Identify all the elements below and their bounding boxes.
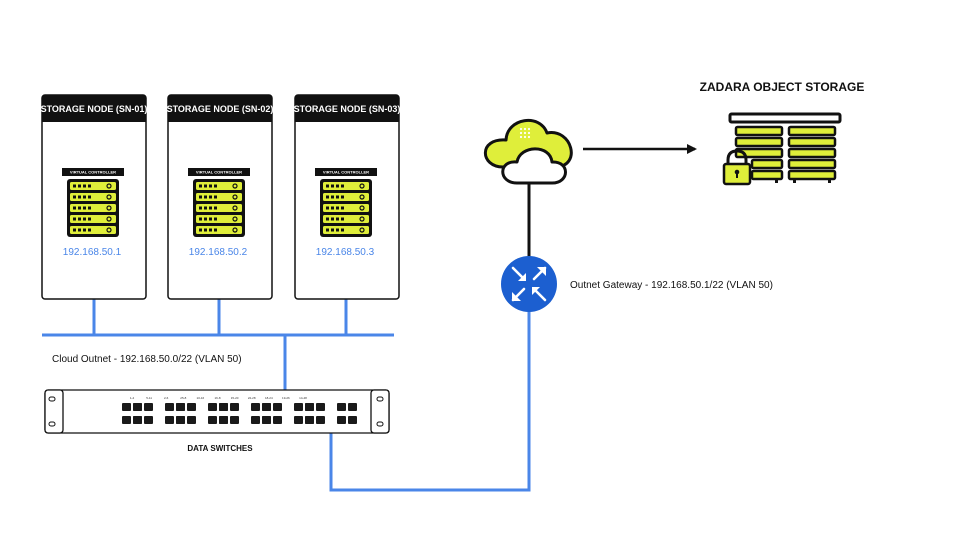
virtual-controller-label: VIRTUAL CONTROLLER bbox=[323, 170, 369, 175]
virtual-controller-badge bbox=[62, 168, 124, 176]
switch-port-labels: 1-4 5-11 2-6 25-8 10-16 16-8 15-20 22-28 18-24 19… bbox=[130, 396, 307, 400]
router-icon bbox=[501, 256, 557, 312]
switch-port bbox=[316, 416, 325, 424]
switch-port bbox=[219, 416, 228, 424]
storage-rack-foot bbox=[828, 178, 831, 183]
cloud-outnet-label: Cloud Outnet - 192.168.50.0/22 (VLAN 50) bbox=[52, 354, 242, 365]
switch-ports bbox=[122, 403, 357, 424]
network-links bbox=[42, 270, 531, 492]
storage-drive bbox=[734, 147, 784, 159]
gateway-label: Outnet Gateway - 192.168.50.1/22 (VLAN 5… bbox=[570, 280, 773, 291]
switch-port-label: 16-8 bbox=[214, 396, 220, 400]
storage-node-header bbox=[295, 95, 399, 122]
switch-rack-ear-left bbox=[44, 389, 64, 434]
storage-drive bbox=[787, 169, 837, 181]
switch-port bbox=[187, 403, 196, 411]
switch-port-label: 22-28 bbox=[248, 396, 256, 400]
switch-port bbox=[165, 403, 174, 411]
storage-node-sn03: STORAGE NODE (SN-03) VIRTUAL CONTROLLER … bbox=[294, 94, 401, 300]
switch-port bbox=[337, 403, 346, 411]
storage-node-title: STORAGE NODE (SN-01) bbox=[41, 104, 148, 114]
storage-node-title: STORAGE NODE (SN-03) bbox=[294, 104, 401, 114]
link-switch-to-gateway bbox=[329, 310, 531, 492]
switch-port bbox=[305, 403, 314, 411]
storage-node-ip: 192.168.50.1 bbox=[63, 247, 122, 258]
storage-rack-foot bbox=[775, 178, 778, 183]
storage-node-title: STORAGE NODE (SN-02) bbox=[167, 104, 274, 114]
switch-port-label: 15-20 bbox=[231, 396, 239, 400]
switch-port bbox=[262, 403, 271, 411]
storage-drive bbox=[750, 158, 784, 170]
storage-drive bbox=[734, 136, 784, 148]
switch-port bbox=[165, 416, 174, 424]
switch-port bbox=[122, 416, 131, 424]
data-switches-caption: DATA SWITCHES bbox=[187, 444, 253, 453]
switch-port-label: 25-8 bbox=[180, 396, 186, 400]
cloud-icon bbox=[484, 118, 573, 185]
switch-port bbox=[251, 403, 260, 411]
virtual-controller-label: VIRTUAL CONTROLLER bbox=[196, 170, 242, 175]
storage-drive bbox=[734, 125, 784, 137]
storage-drive bbox=[787, 158, 837, 170]
switch-port bbox=[122, 403, 131, 411]
switch-port bbox=[208, 403, 217, 411]
storage-drive bbox=[787, 147, 837, 159]
switch-port-label: 19-26 bbox=[282, 396, 290, 400]
storage-node-ip: 192.168.50.2 bbox=[189, 247, 248, 258]
storage-node-header bbox=[168, 95, 272, 122]
storage-drive bbox=[750, 169, 784, 181]
storage-drive bbox=[787, 136, 837, 148]
switch-port bbox=[219, 403, 228, 411]
switch-port bbox=[273, 416, 282, 424]
object-storage-drives bbox=[734, 125, 837, 183]
switch-port bbox=[133, 403, 142, 411]
switch-port-label: 5-11 bbox=[146, 396, 152, 400]
switch-port bbox=[230, 416, 239, 424]
switch-port-label: 18-24 bbox=[265, 396, 273, 400]
lock-icon bbox=[722, 149, 752, 186]
virtual-controller-badge bbox=[188, 168, 250, 176]
server-rack-icon bbox=[66, 178, 120, 238]
switch-port-label: 1-4 bbox=[130, 396, 135, 400]
storage-node-sn01: STORAGE NODE (SN-01) VIRTUAL CONTROLLER … bbox=[41, 94, 148, 300]
network-switch-icon: 1-4 5-11 2-6 25-8 10-16 16-8 15-20 22-28 18-24 19… bbox=[44, 389, 390, 434]
switch-port bbox=[348, 416, 357, 424]
switch-port bbox=[187, 416, 196, 424]
switch-port bbox=[337, 416, 346, 424]
switch-port bbox=[294, 416, 303, 424]
storage-node-header bbox=[42, 95, 146, 122]
switch-port bbox=[176, 403, 185, 411]
object-storage-title: ZADARA OBJECT STORAGE bbox=[700, 80, 865, 94]
switch-port-label: 2-6 bbox=[164, 396, 169, 400]
storage-drive bbox=[787, 125, 837, 137]
switch-port bbox=[262, 416, 271, 424]
switch-port bbox=[294, 403, 303, 411]
switch-port-label: 14-48 bbox=[299, 396, 307, 400]
object-storage-top-bar bbox=[728, 112, 842, 124]
storage-rack-foot bbox=[793, 178, 796, 183]
switch-port bbox=[133, 416, 142, 424]
virtual-controller-label: VIRTUAL CONTROLLER bbox=[70, 170, 116, 175]
switch-port bbox=[144, 416, 153, 424]
switch-port bbox=[273, 403, 282, 411]
switch-port bbox=[316, 403, 325, 411]
switch-port bbox=[144, 403, 153, 411]
server-rack-icon bbox=[192, 178, 246, 238]
switch-port bbox=[348, 403, 357, 411]
switch-port bbox=[208, 416, 217, 424]
switch-port-label: 10-16 bbox=[197, 396, 205, 400]
switch-port bbox=[251, 416, 260, 424]
switch-port bbox=[176, 416, 185, 424]
server-rack-icon bbox=[319, 178, 373, 238]
storage-node-sn02: STORAGE NODE (SN-02) VIRTUAL CONTROLLER … bbox=[167, 94, 274, 300]
virtual-controller-badge bbox=[315, 168, 377, 176]
switch-port bbox=[305, 416, 314, 424]
storage-node-ip: 192.168.50.3 bbox=[316, 247, 375, 258]
switch-port bbox=[230, 403, 239, 411]
object-storage-icon bbox=[728, 112, 842, 183]
switch-rack-ear-right bbox=[370, 389, 390, 434]
